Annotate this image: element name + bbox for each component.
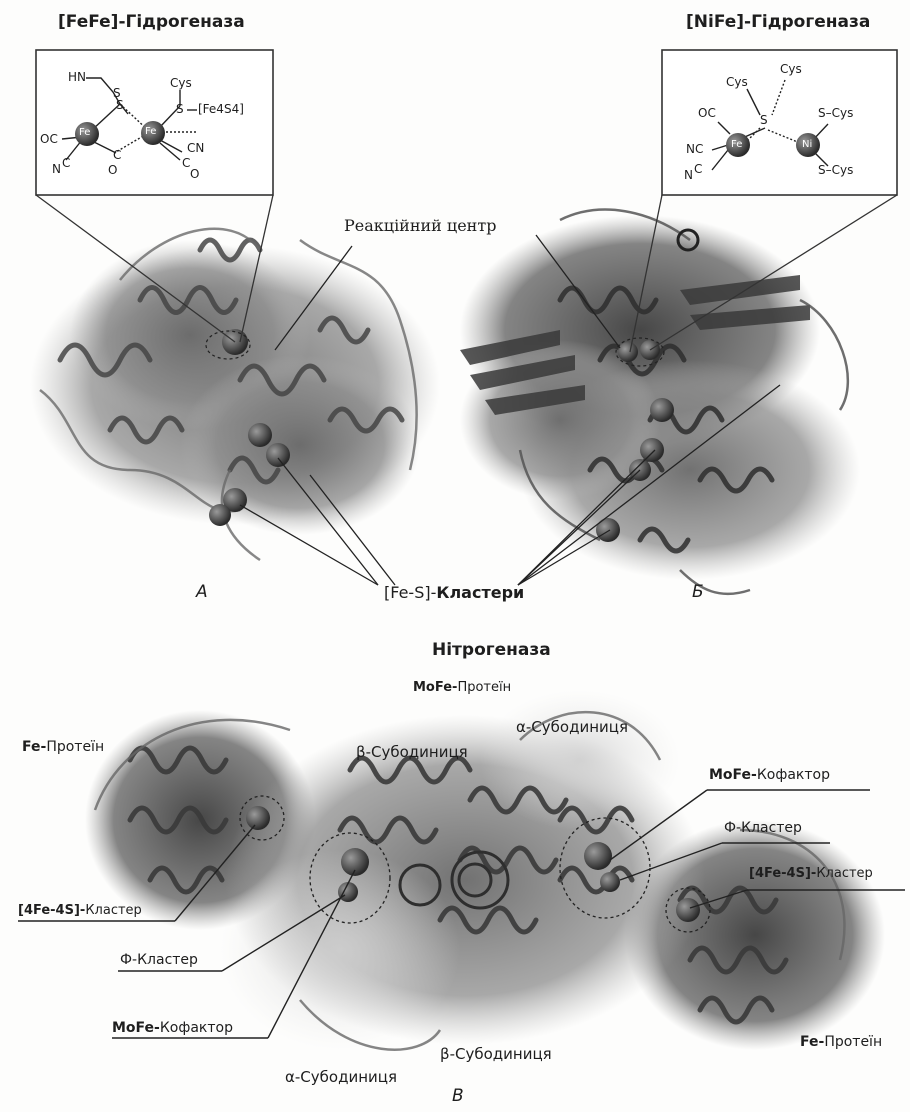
formula-c-left: C [62,156,70,170]
fe4s-cluster-right-label: [4Fe-4S]-Кластер [749,866,873,881]
panel-letter-b: Б [692,582,704,602]
fefe-hydrogenase-structure [30,229,440,560]
nife-hydrogenase-title: [NiFe]-Гідрогеназа [686,12,870,32]
beta-subunit-top-label: β-Субодиниця [356,743,468,761]
formula-s2: S [116,98,124,112]
formula-oc: OC [40,132,58,146]
formula-ni-b: Ni [802,139,812,150]
reaction-center-label: Реакційний центр [344,216,496,235]
fe-protein-right-word: Протеїн [824,1034,882,1050]
fes-clusters-label: [Fe-S]-Кластери [384,583,524,602]
mofe-cofactor-left-word: Кофактор [160,1020,233,1036]
fe-protein-left-label: Fe-Протеїн [22,739,104,755]
formula-s3: S [176,102,184,116]
alpha-subunit-top-label: α-Субодиниця [516,718,628,736]
nitrogenase-title: Нітрогеназа [432,640,551,660]
fe4s-right-prefix: [4Fe-4S]- [749,866,816,881]
fe-protein-right-prefix: Fe- [800,1034,824,1050]
panel-letter-a: А [196,582,208,602]
mofe-cofactor-left-prefix: MoFe- [112,1020,160,1036]
fefe-hydrogenase-title: [FeFe]-Гідрогеназа [58,12,245,32]
fe-protein-left-prefix: Fe- [22,739,46,755]
mofe-protein-prefix: MoFe- [413,680,457,695]
formula-fe-b: Fe [731,139,742,150]
fes-prefix: [Fe-S]- [384,583,436,602]
formula-n-left: N [52,162,61,176]
fe4s-left-prefix: [4Fe-4S]- [18,903,85,918]
mofe-cofactor-right-prefix: MoFe- [709,767,757,783]
mofe-protein-word: Протеїн [457,680,511,695]
beta-subunit-bottom-label: β-Субодиниця [440,1045,552,1063]
formula-fe4s4: [Fe4S4] [198,102,244,116]
fe-protein-right-label: Fe-Протеїн [800,1034,882,1050]
formula-nc-b: NC [686,142,703,156]
phi-cluster-left-label: Ф-Кластер [120,952,198,968]
fe4s-left-word: Кластер [85,903,141,918]
mofe-cofactor-right-label: MoFe-Кофактор [709,767,830,783]
formula-cn: CN [187,141,204,155]
panel-letter-c: В [452,1086,464,1106]
formula-cys-2: Cys [780,62,802,76]
mofe-cofactor-right-word: Кофактор [757,767,830,783]
formula-o-mid: O [108,163,117,177]
fe4s-right-word: Кластер [816,866,872,881]
formula-n-left-b: N [684,168,693,182]
formula-cys-1: Cys [726,75,748,89]
phi-cluster-right-label: Ф-Кластер [724,820,802,836]
formula-s-cys-bottom: S–Cys [818,163,853,177]
fes-word: Кластери [436,583,524,602]
formula-c-mid: C [113,148,121,162]
nife-hydrogenase-structure [460,210,860,594]
alpha-subunit-bottom-label: α-Субодиниця [285,1068,397,1086]
formula-o-right: O [190,167,199,181]
formula-s-cys-top: S–Cys [818,106,853,120]
formula-c-left-b: C [694,162,702,176]
formula-s-center: S [760,113,768,127]
formula-fe-right: Fe [145,126,156,137]
mofe-protein-label: MoFe-Протеїн [413,680,511,695]
formula-cys: Cys [170,76,192,90]
fe-protein-left-word: Протеїн [46,739,104,755]
formula-hn: HN [68,70,86,84]
mofe-cofactor-left-label: MoFe-Кофактор [112,1020,233,1036]
fe4s-cluster-left-label: [4Fe-4S]-Кластер [18,903,142,918]
formula-oc-b: OC [698,106,716,120]
formula-fe-left: Fe [79,127,90,138]
